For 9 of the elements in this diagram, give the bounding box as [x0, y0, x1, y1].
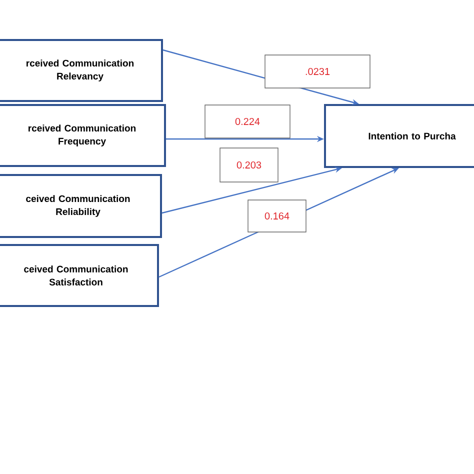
process-box: rceived Communication Relevancy [0, 39, 163, 102]
edge-label: 0.224 [204, 104, 290, 138]
edge-label: .0231 [264, 54, 370, 88]
process-box: rceived Communication Frequency [0, 104, 166, 167]
edge-label: 0.164 [248, 200, 306, 232]
process-box: ceived Communication Satisfaction [0, 244, 159, 307]
process-box: ceived Communication Reliability [0, 174, 162, 238]
edge-label: 0.203 [220, 148, 278, 182]
process-box: Intention to Purcha [324, 104, 474, 168]
